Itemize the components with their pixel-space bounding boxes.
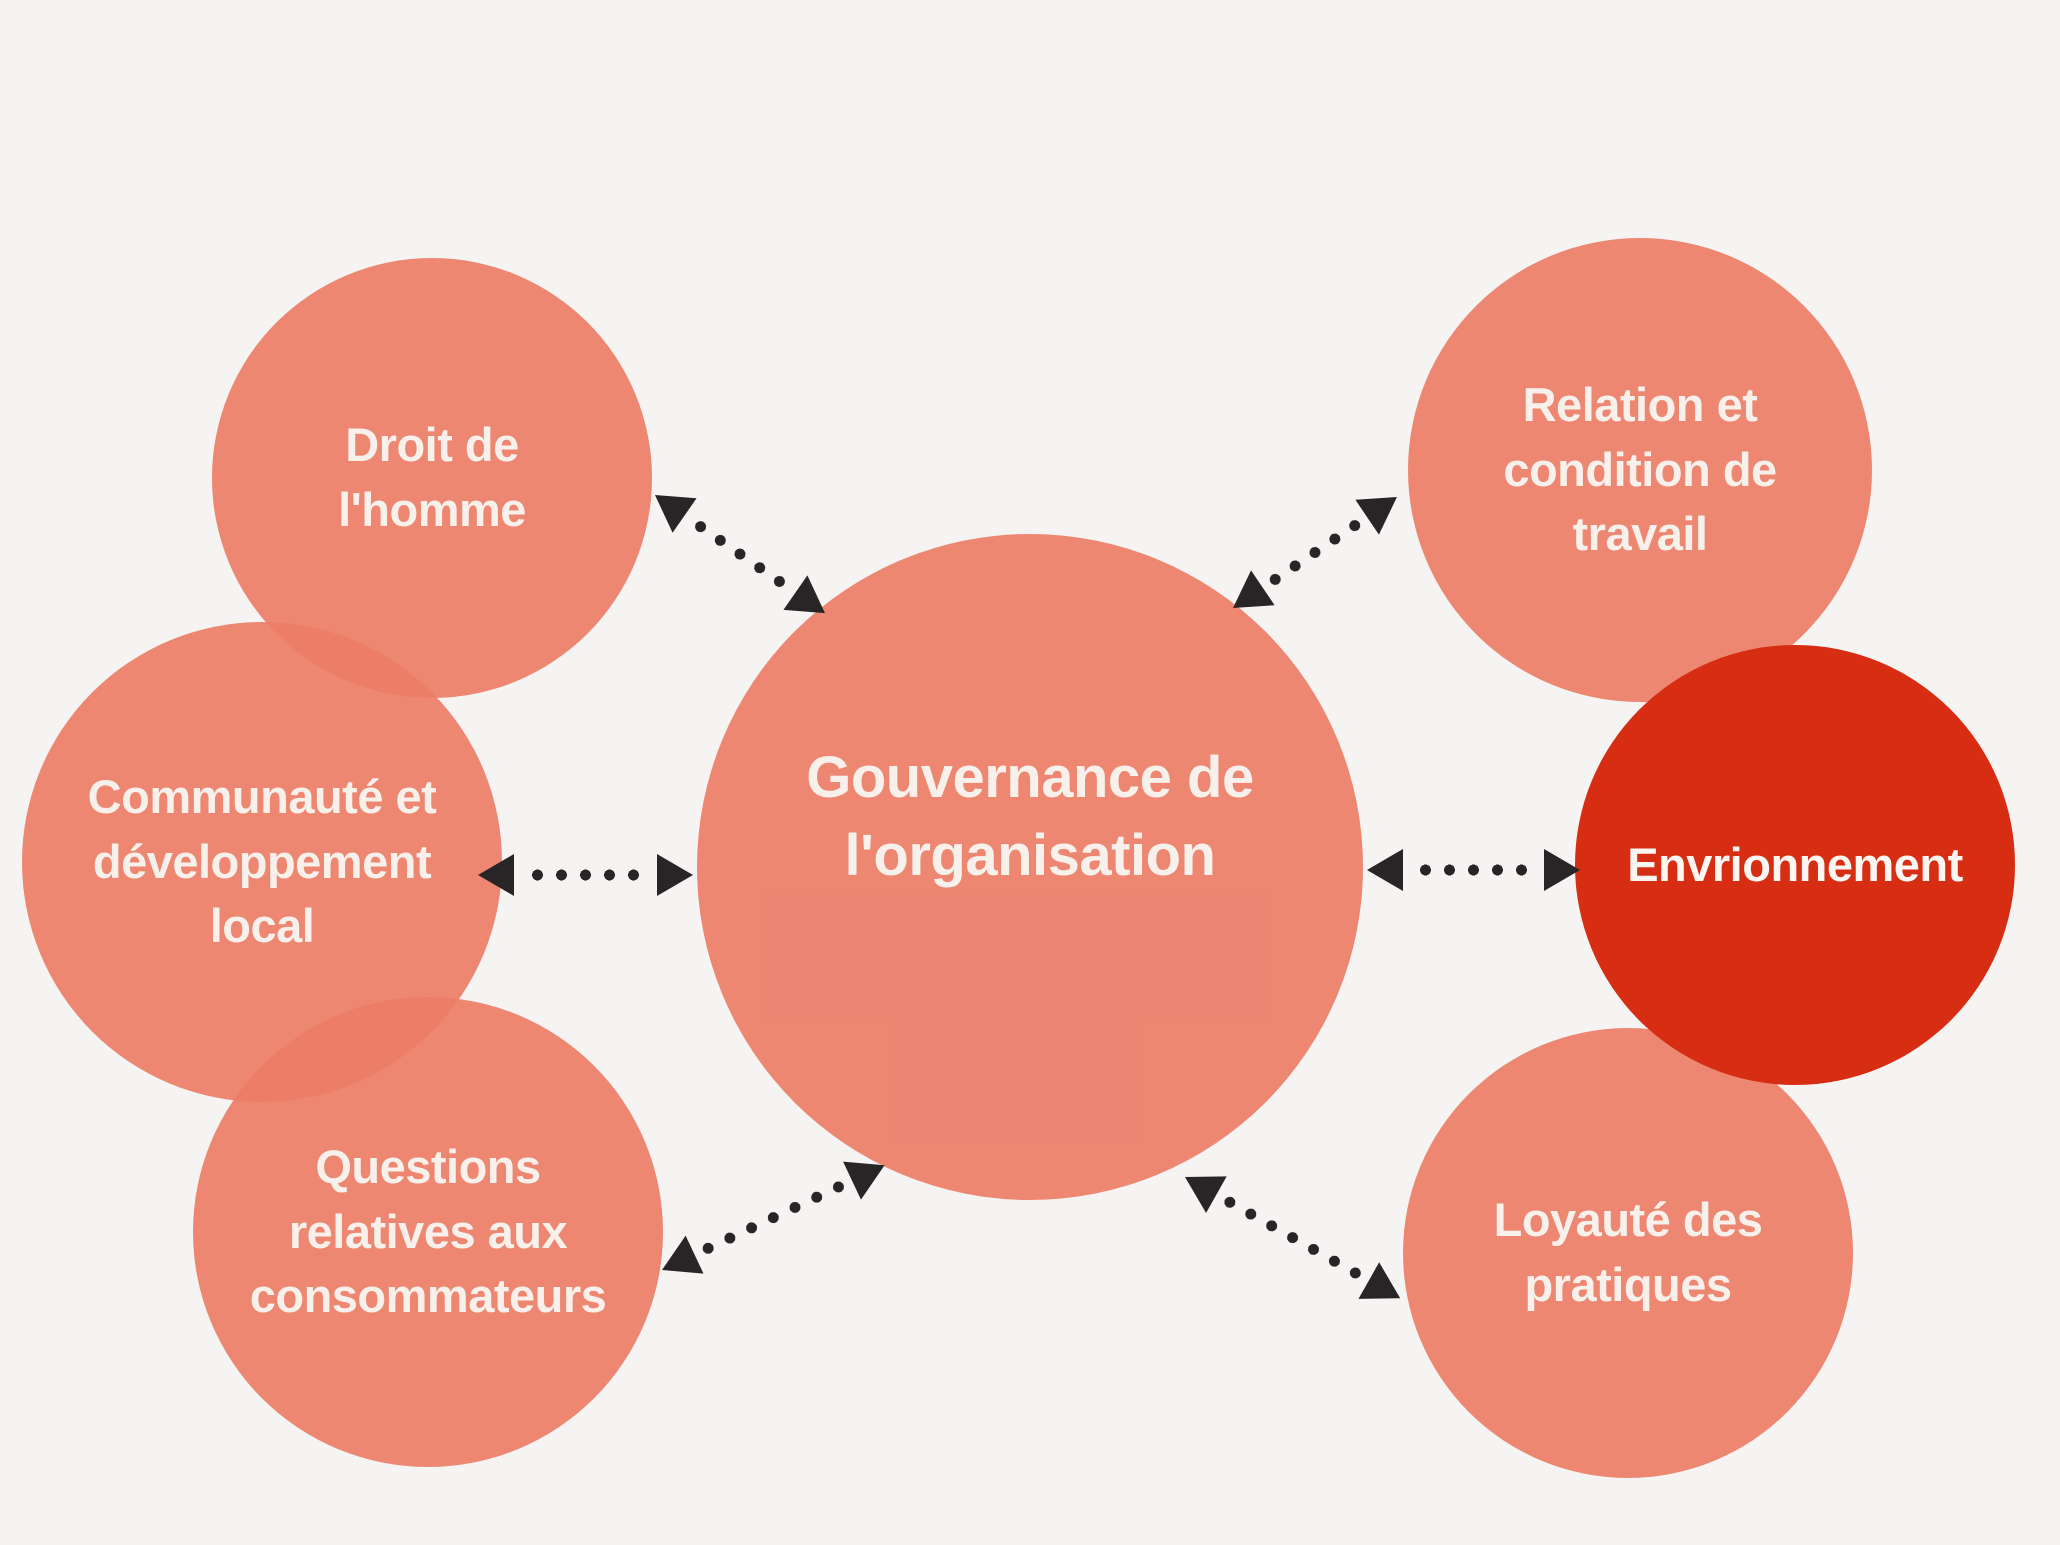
- arrow-gouvernance-questions: [653, 1145, 894, 1290]
- node-label: Envrionnement: [1627, 837, 1963, 891]
- node-questions-consommateurs: Questions relatives aux consommateurs: [193, 997, 663, 1467]
- dotted-line: [684, 512, 796, 596]
- arrowhead-right-icon: [1355, 479, 1409, 535]
- node-label: Droit de l'homme: [338, 418, 526, 536]
- dotted-line: [696, 1176, 851, 1259]
- node-label: Communauté et développement local: [87, 769, 437, 953]
- node-label: Gouvernance de l'organisation: [806, 745, 1254, 888]
- dotted-line: [1263, 514, 1367, 591]
- arrowhead-left-icon: [1174, 1158, 1227, 1213]
- node-gouvernance-organisation: Gouvernance de l'organisation: [697, 534, 1363, 1200]
- arrow-gouvernance-relation: [1221, 479, 1410, 626]
- dotted-line: [519, 868, 652, 882]
- node-environnement: Envrionnement: [1575, 645, 2015, 1085]
- arrow-gouvernance-droit: [642, 477, 837, 631]
- dotted-line: [1217, 1191, 1368, 1285]
- node-loyaute-des-pratiques: Loyauté des pratiques: [1403, 1028, 1853, 1478]
- arrowhead-left-icon: [1367, 849, 1403, 891]
- dotted-line: [1408, 863, 1539, 877]
- arrowhead-right-icon: [657, 854, 693, 896]
- node-label: Questions relatives aux consommateurs: [249, 1139, 607, 1323]
- arrow-gouvernance-environnement: [1367, 848, 1580, 892]
- node-label: Relation et condition de travail: [1503, 377, 1777, 561]
- node-relation-condition-travail: Relation et condition de travail: [1408, 238, 1872, 702]
- node-label: Loyauté des pratiques: [1493, 1193, 1763, 1311]
- arrow-gouvernance-communaute: [478, 853, 693, 897]
- arrow-gouvernance-loyaute: [1174, 1158, 1411, 1318]
